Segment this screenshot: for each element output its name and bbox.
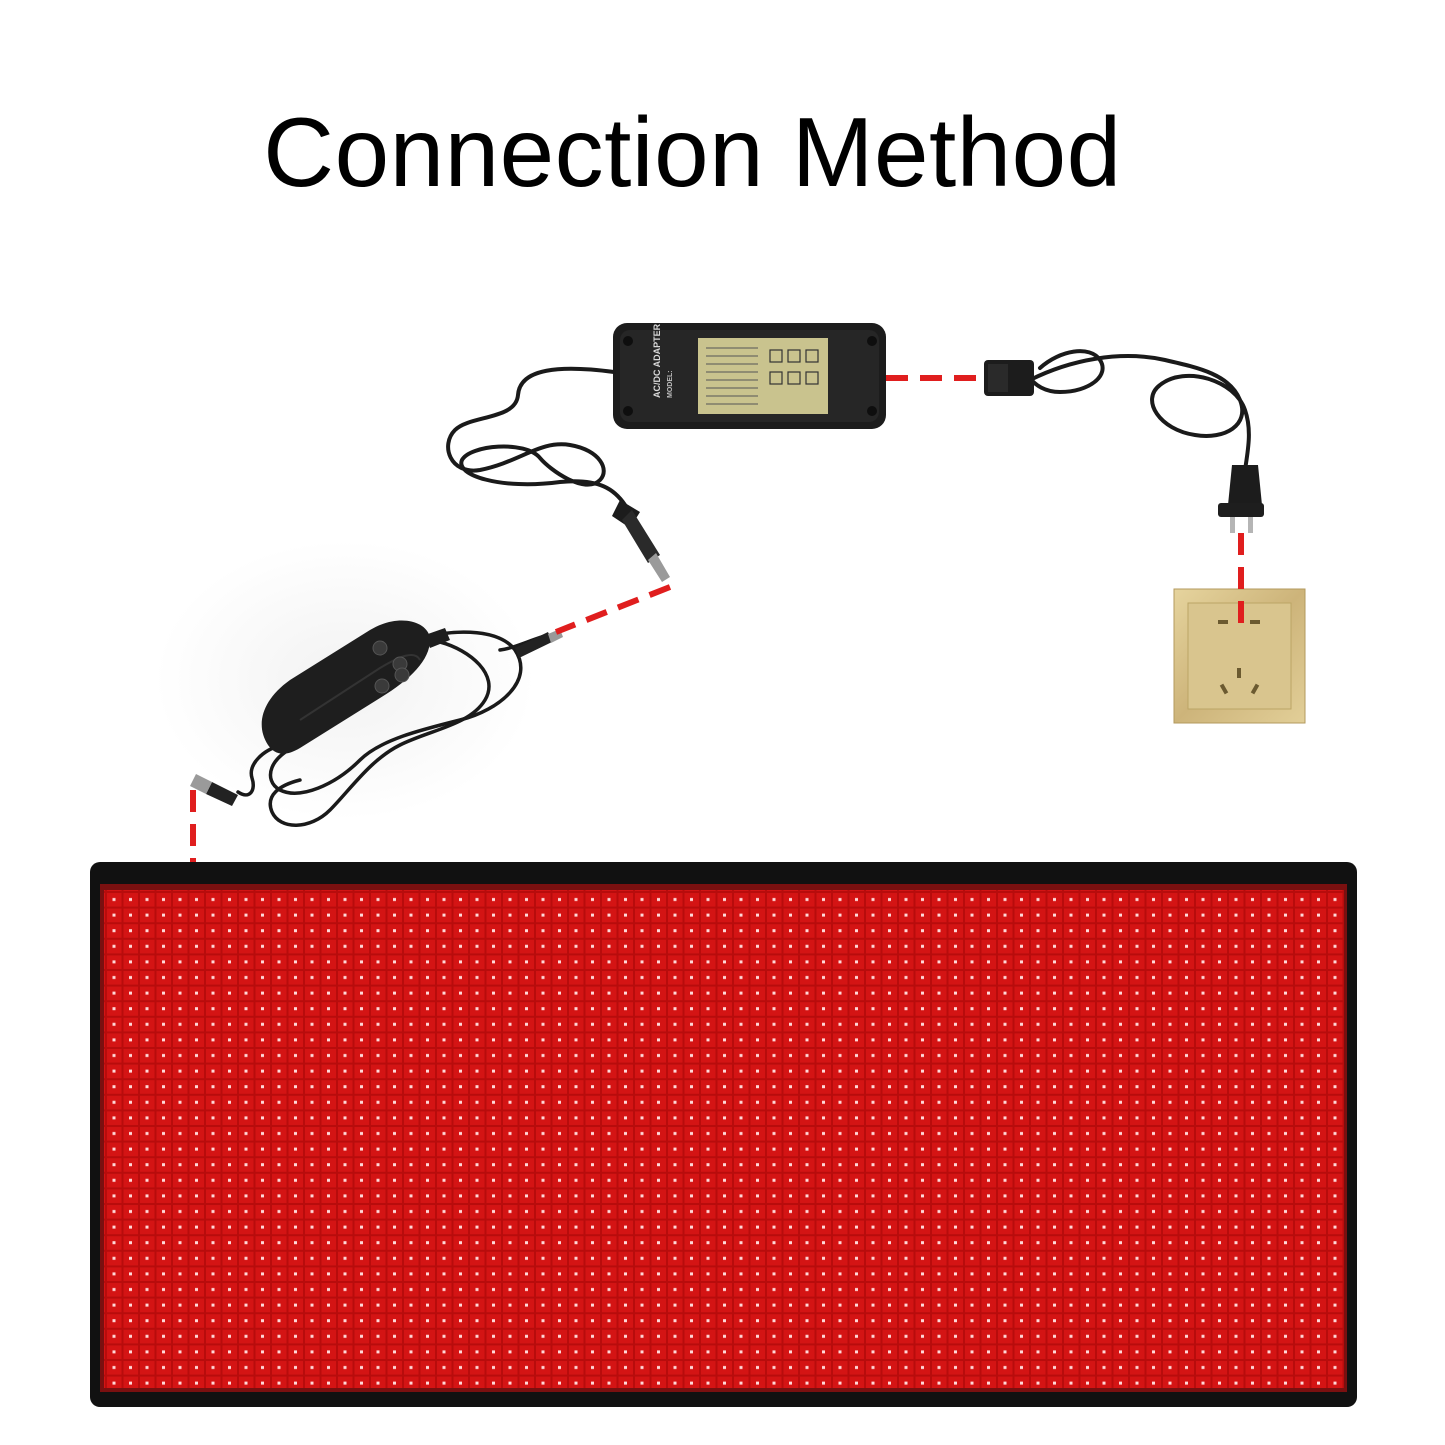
- remote-controller-icon: [261, 620, 450, 754]
- power-adapter-icon: AC/DC ADAPTER MODEL:: [613, 323, 886, 429]
- dc-plug-adapter: [612, 500, 670, 582]
- dash-adapter-to-controller: [554, 584, 672, 635]
- controller-buttons: [372, 640, 410, 694]
- dc-plug-controller-out: [190, 774, 238, 806]
- adapter-label: AC/DC ADAPTER: [652, 323, 662, 398]
- power-plug-icon: [1218, 465, 1264, 533]
- connection-dashes: [190, 375, 1244, 862]
- page-title: Connection Method: [263, 97, 1122, 207]
- red-light-panel-icon: [90, 862, 1357, 1407]
- iec-connector: [984, 360, 1034, 396]
- cable-power-cord: [1028, 349, 1251, 472]
- cable-adapter-to-controller: [446, 366, 627, 507]
- adapter-model-label: MODEL:: [667, 370, 674, 398]
